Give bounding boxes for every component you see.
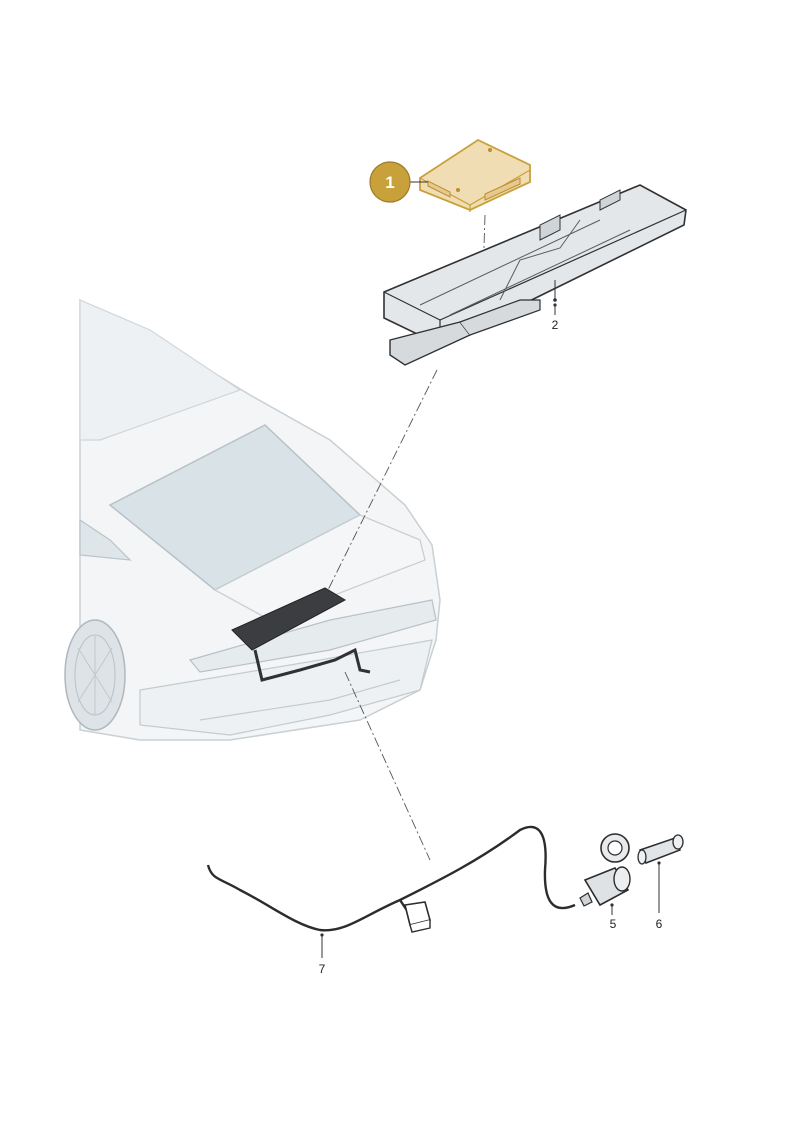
callout-1-label: 1 — [385, 173, 394, 192]
callout-2-label: 2 — [552, 318, 559, 332]
callout-6-label: 6 — [656, 917, 663, 931]
part-2-mounting-bracket[interactable] — [383, 184, 687, 366]
part-1-control-unit[interactable] — [419, 138, 531, 212]
part-5-actuator[interactable] — [579, 833, 631, 907]
car-rear-illustration — [64, 298, 441, 741]
part-6-pin[interactable] — [637, 834, 684, 865]
callout-7-label: 7 — [319, 962, 326, 976]
callout-1-badge[interactable]: 1 — [369, 161, 411, 203]
callout-5-label: 5 — [610, 917, 617, 931]
part-7-wiring-harness[interactable] — [206, 825, 576, 933]
callout-leaders — [321, 181, 660, 958]
